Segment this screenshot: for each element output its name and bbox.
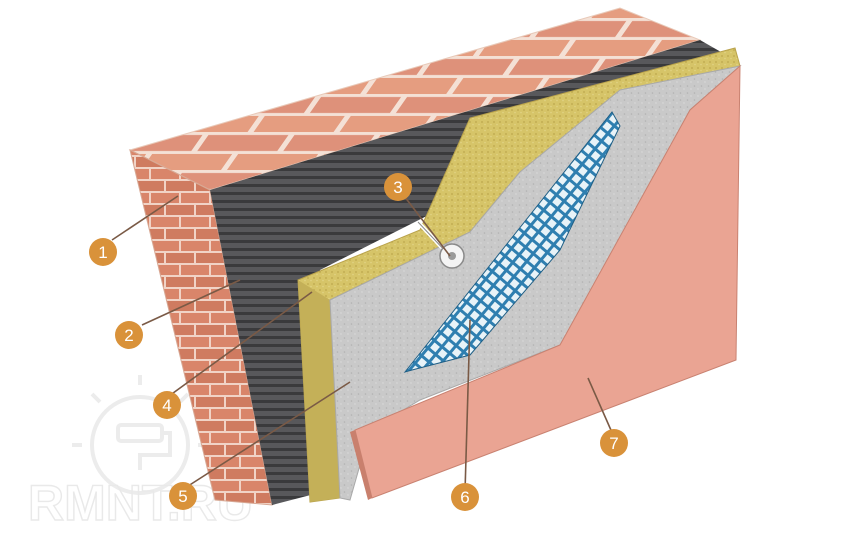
badge-2-label: 2 [124, 326, 133, 345]
badge-5: 5 [169, 482, 197, 510]
badge-1-label: 1 [98, 243, 107, 262]
badge-1: 1 [89, 238, 117, 266]
leader-lines [111, 187, 615, 493]
badge-7: 7 [600, 429, 628, 457]
finish-plaster-edge [350, 430, 372, 500]
badge-6: 6 [451, 483, 479, 511]
adhesive-layer [210, 40, 735, 505]
badge-5-label: 5 [178, 487, 187, 506]
badge-4: 4 [153, 391, 181, 419]
reinforcing-mesh [403, 111, 621, 373]
insulation-edge [298, 280, 340, 502]
dowel-anchor [416, 220, 465, 269]
badge-3-label: 3 [393, 178, 402, 197]
badge-2: 2 [115, 321, 143, 349]
badge-3: 3 [384, 173, 412, 201]
badge-7-label: 7 [609, 434, 618, 453]
badge-6-label: 6 [460, 488, 469, 507]
badge-4-label: 4 [162, 396, 171, 415]
